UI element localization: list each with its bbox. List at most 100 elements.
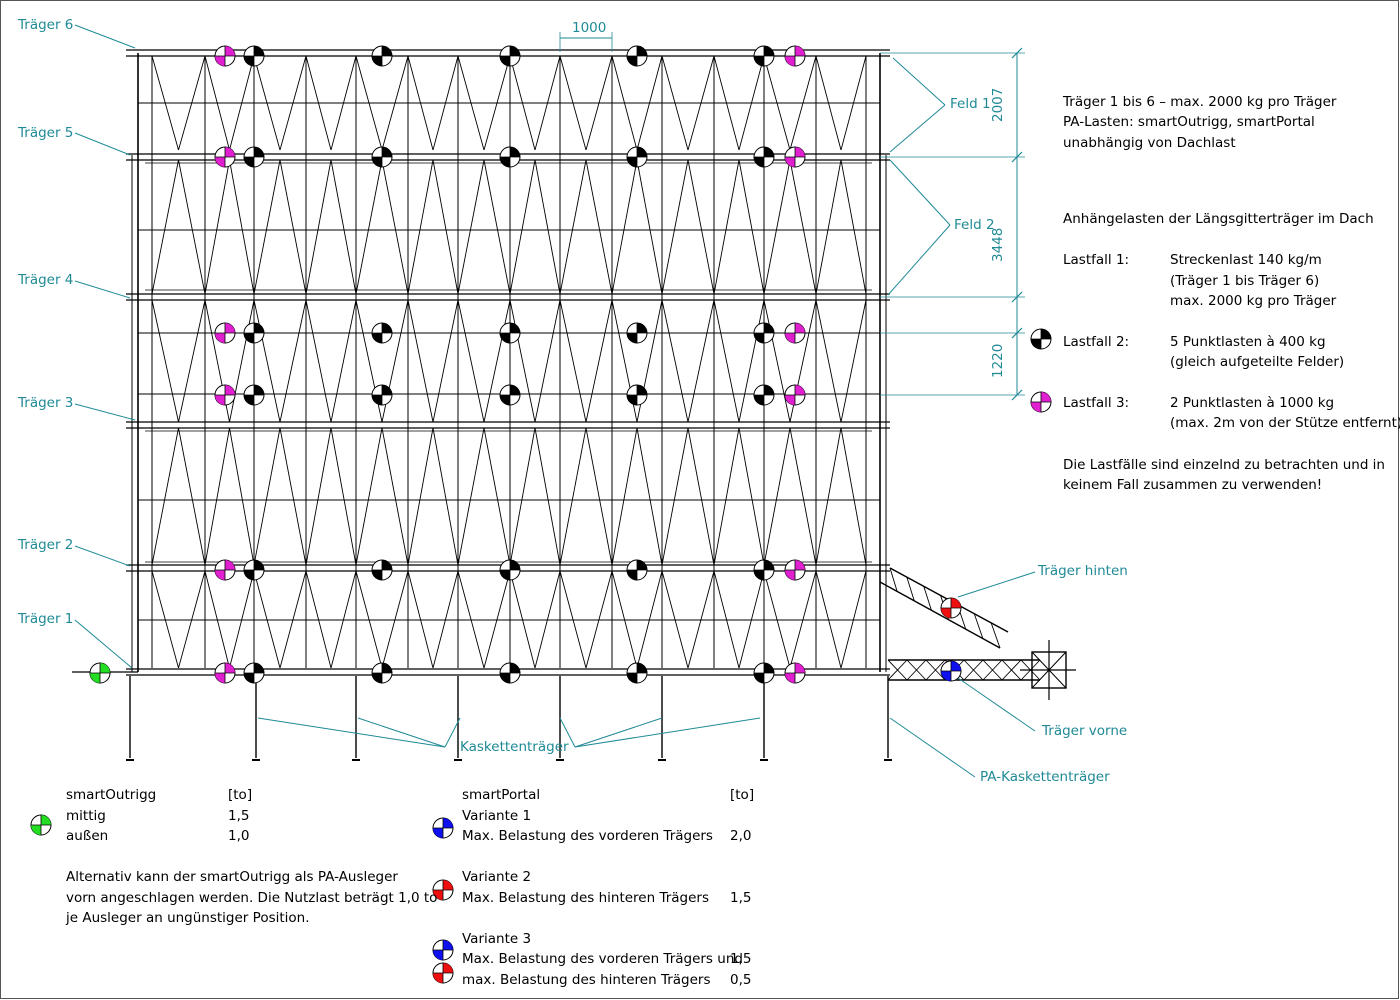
pair-load-symbol-quadrant [785, 333, 795, 343]
point-load-symbol-quadrant [500, 333, 510, 343]
diagonal [763, 299, 791, 423]
leader-line [957, 571, 1036, 598]
diagonal [253, 159, 281, 295]
leader-line [889, 717, 976, 778]
field-label-2: Feld 2 [954, 217, 995, 233]
point-load-symbol-quadrant [382, 46, 392, 56]
diagonal [330, 55, 357, 151]
dimension-feld2: 3448 [990, 227, 1006, 262]
dimension-feld1: 2007 [990, 87, 1006, 122]
diagonal [738, 55, 765, 151]
dimension-tick [1011, 389, 1023, 401]
pair-load-symbol-quadrant [215, 333, 225, 343]
diagonal [432, 427, 459, 566]
outrigg-alt-line2: vorn angeschlagen werden. Die Nutzlast b… [66, 890, 438, 906]
diagonal [559, 159, 587, 295]
portal-unit: [to] [730, 787, 755, 803]
diagonal [738, 159, 765, 295]
diagonal [840, 55, 867, 151]
diagonal [840, 299, 867, 423]
warning-line1: Die Lastfälle sind einzelnd zu betrachte… [1063, 457, 1385, 473]
diagonal [789, 55, 817, 151]
diagonal [253, 55, 281, 151]
beam-label-5: Träger 5 [18, 125, 74, 141]
point-load-symbol-quadrant [382, 663, 392, 673]
point-load-symbol-quadrant [637, 385, 647, 395]
point-load-symbol-quadrant [754, 570, 764, 580]
diagonal [585, 299, 613, 423]
diagonal [178, 159, 206, 295]
dimension-tick [1011, 291, 1023, 303]
legend-variant3-rear-symbol-quadrant [443, 963, 453, 973]
rear-truss-chord [879, 581, 1001, 649]
diagonal [483, 427, 511, 566]
portal-variant1-value: 2,0 [730, 828, 752, 844]
diagonal [432, 55, 459, 151]
diagonal [229, 570, 255, 669]
point-load-symbol-quadrant [764, 560, 774, 570]
diagonal [253, 427, 281, 566]
legend-pair-load-symbol-quadrant [1031, 402, 1041, 412]
portal-variant1: Variante 1 [462, 808, 532, 824]
diagonal [509, 427, 536, 566]
rear-beam-symbol-quadrant [941, 608, 951, 618]
loadcase1-line1: Streckenlast 140 kg/m [1170, 252, 1322, 268]
field-label-1: Feld 1 [950, 96, 991, 112]
point-load-symbol-quadrant [637, 323, 647, 333]
diagonal [815, 55, 842, 151]
loadcase1-line2: (Träger 1 bis Träger 6) [1170, 273, 1320, 289]
warning-line2: keinem Fall zusammen zu verwenden! [1063, 477, 1323, 493]
dimension-lower: 1220 [990, 343, 1006, 378]
diagonal [661, 55, 689, 151]
front-truss-diagonal [982, 659, 1003, 681]
point-load-symbol-quadrant [244, 395, 254, 405]
diagonal [253, 570, 281, 669]
point-load-symbol-quadrant [627, 333, 637, 343]
point-load-symbol-quadrant [510, 46, 520, 56]
diagonal [457, 299, 485, 423]
diagonal [713, 570, 740, 669]
point-load-symbol-quadrant [627, 56, 637, 66]
loadcase2-line2: (gleich aufgeteilte Felder) [1170, 354, 1345, 370]
pair-load-symbol-quadrant [225, 560, 235, 570]
dimension-top: 1000 [572, 20, 607, 36]
diagonal [687, 427, 715, 566]
diagonal [687, 299, 715, 423]
diagonal [229, 299, 255, 423]
point-load-symbol-quadrant [372, 395, 382, 405]
leader-line [889, 104, 946, 153]
diagonal [661, 299, 689, 423]
diagonal [178, 570, 206, 669]
diagonal [355, 570, 383, 669]
point-load-symbol-quadrant [754, 333, 764, 343]
diagonal [815, 427, 842, 566]
point-load-symbol-quadrant [627, 673, 637, 683]
note-max-load: Träger 1 bis 6 – max. 2000 kg pro Träger [1063, 94, 1337, 110]
leader-line [574, 717, 761, 748]
point-load-symbol-quadrant [637, 147, 647, 157]
pair-load-symbol-quadrant [795, 560, 805, 570]
point-load-symbol-quadrant [372, 333, 382, 343]
portal-title: smartPortal [462, 787, 541, 803]
beam-label-2: Träger 2 [18, 537, 74, 553]
dimension-tick [1011, 327, 1023, 339]
pair-load-symbol-quadrant [785, 157, 795, 167]
leader-line [257, 717, 446, 748]
pair-load-symbol-quadrant [795, 46, 805, 56]
pair-load-symbol-quadrant [215, 157, 225, 167]
point-load-symbol-quadrant [244, 56, 254, 66]
diagonal [611, 570, 638, 669]
diagonal [483, 299, 511, 423]
beam-label-6: Träger 6 [18, 17, 74, 33]
diagonal [305, 299, 332, 423]
point-load-symbol-quadrant [500, 673, 510, 683]
pair-load-symbol-quadrant [225, 663, 235, 673]
portal-variant3-value1: 1,5 [730, 951, 752, 967]
point-load-symbol-quadrant [510, 663, 520, 673]
diagonal [229, 159, 255, 295]
legend-point-load-symbol-quadrant [1031, 339, 1041, 349]
legend-variant1-symbol-quadrant [443, 818, 453, 828]
pair-load-symbol-quadrant [785, 570, 795, 580]
point-load-symbol-quadrant [754, 56, 764, 66]
legend-variant1-symbol-quadrant [433, 828, 443, 838]
